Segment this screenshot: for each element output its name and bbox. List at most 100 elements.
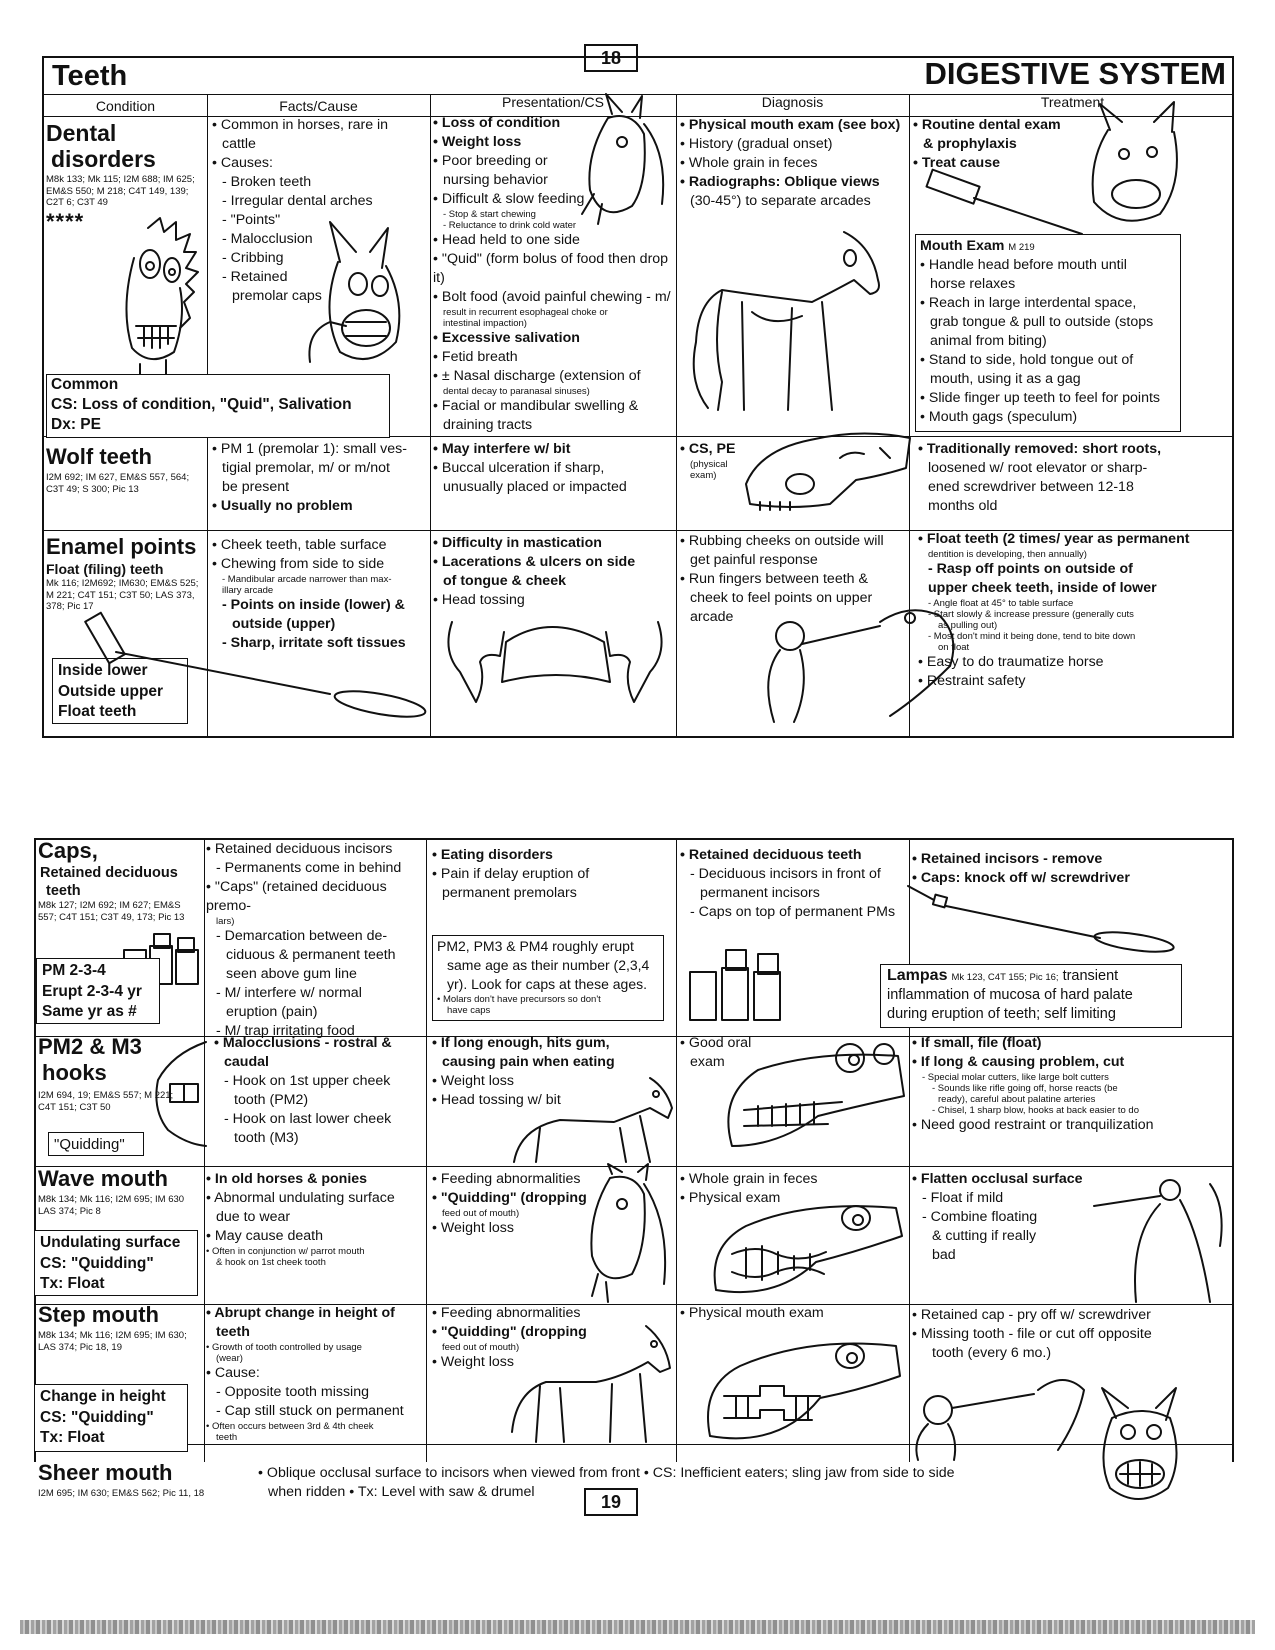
pres-line: • Poor breeding or <box>433 153 548 169</box>
caps-treatment: • Retained incisors - remove • Caps: kno… <box>912 850 1192 888</box>
pres-line: feed out of mouth) <box>442 1208 520 1219</box>
fact-line: • Usually no problem <box>212 498 353 514</box>
pres-line: • Difficulty in mastication <box>433 535 602 551</box>
exam-line: • Mouth gags (speculum) <box>920 409 1078 425</box>
wolf-diagnosis: • CS, PE (physical exam) <box>680 440 760 481</box>
caps-box-line: PM 2-3-4 <box>42 962 106 979</box>
fact-line: be present <box>222 479 290 495</box>
treat-line: • Easy to do traumatize horse <box>918 654 1104 670</box>
diag-line: • Physical mouth exam (see box) <box>680 117 901 133</box>
fact-line: illary arcade <box>222 585 274 596</box>
fact-line: - "Points" <box>222 212 281 228</box>
diag-line: • Physical mouth exam <box>680 1305 824 1321</box>
horse-head-drooling-icon <box>581 93 665 225</box>
fact-line: - Broken teeth <box>222 174 312 190</box>
fact-line: outside (upper) <box>232 616 336 632</box>
sheer-line-2: when ridden • Tx: Level with saw & drume… <box>268 1484 535 1500</box>
erupt-line: same age as their number (2,3,4 <box>447 957 650 973</box>
pres-line: • Lacerations & ulcers on side <box>433 554 636 570</box>
dental-condition: Dental disorders M8k 133; Mk 115; I2M 68… <box>46 120 211 235</box>
pres-line: dental decay to paranasal sinuses) <box>443 386 590 397</box>
pres-line: • Feeding abnormalities <box>432 1171 581 1187</box>
hooks-name-1: PM2 & M3 <box>38 1034 142 1059</box>
caps-box-line: Erupt 2-3-4 yr <box>42 982 142 1000</box>
diag-line: get painful response <box>690 552 818 568</box>
treat-line: - Combine floating <box>922 1209 1038 1225</box>
fact-line: tooth (M3) <box>234 1130 299 1146</box>
fact-line: - Cap still stuck on permanent <box>216 1403 404 1419</box>
dental-treatment: • Routine dental exam & prophylaxis • Tr… <box>913 116 1093 173</box>
horse-head-quidding-icon <box>590 1163 667 1303</box>
fact-line: premolar caps <box>232 288 322 304</box>
caps-treat-2: • Caps: knock off w/ screwdriver <box>912 870 1130 886</box>
pres-line: unusually placed or impacted <box>443 479 627 495</box>
wave-facts: • In old horses & ponies • Abnormal undu… <box>206 1170 428 1268</box>
step-box-line: CS: "Quidding" <box>40 1408 154 1426</box>
pres-line: • If long enough, hits gum, <box>432 1035 610 1051</box>
hooks-teeth-icon <box>155 1041 207 1147</box>
dental-summary-box: Common CS: Loss of condition, "Quid", Sa… <box>46 374 390 438</box>
header-facts: Facts/Cause <box>279 98 358 114</box>
exam-line: • Reach in large interdental space, <box>920 295 1137 311</box>
treat-line: tooth (every 6 mo.) <box>932 1345 1052 1361</box>
pres-line: • Fetid breath <box>433 349 518 365</box>
wave-summary-box: Undulating surface CS: "Quidding" Tx: Fl… <box>34 1230 198 1296</box>
treat-line: - Angle float at 45° to table surface <box>928 598 1074 609</box>
page-title: Teeth <box>52 60 128 92</box>
diag-line: (30-45°) to separate arcades <box>690 193 871 209</box>
treat-line: • Routine dental exam <box>913 117 1061 133</box>
thin-horse-small-icon <box>511 1325 671 1443</box>
pres-line: • "Quidding" (dropping <box>432 1190 587 1206</box>
enamel-name: Enamel points <box>46 534 197 559</box>
vet-floating-icon <box>1093 1179 1223 1303</box>
pres-line: • "Quidding" (dropping <box>432 1324 587 1340</box>
dental-box-line: CS: Loss of condition, "Quid", Salivatio… <box>51 396 352 413</box>
diag-line: exam) <box>690 470 717 481</box>
pres-line: - Reluctance to drink cold water <box>443 220 577 231</box>
treat-line: months old <box>928 498 998 514</box>
dental-presentation: • Loss of condition • Weight loss • Poor… <box>433 114 673 435</box>
treat-line: - Chisel, 1 sharp blow, hooks at back ea… <box>932 1105 1140 1116</box>
dental-diagnosis: • Physical mouth exam (see box) • Histor… <box>680 116 912 211</box>
lampas-box: Lampas Mk 123, C4T 155; Pic 16; transien… <box>880 964 1182 1028</box>
fact-line: caudal <box>224 1054 269 1070</box>
page-number-bottom: 19 <box>584 1488 638 1516</box>
sheer-condition: Sheer mouth I2M 695; IM 630; EM&S 562; P… <box>38 1460 268 1500</box>
enamel-condition: Enamel points Float (filing) teeth Mk 11… <box>46 534 211 613</box>
hooks-condition: PM2 & M3 hooks I2M 694, 19; EM&S 557; M … <box>38 1034 198 1113</box>
pres-line: - Stop & start chewing <box>443 209 536 220</box>
pres-line: causing pain when eating <box>442 1054 615 1070</box>
horse-face-grin-icon <box>125 217 199 383</box>
fact-line: - Points on inside (lower) & <box>222 597 405 613</box>
pres-line: permanent premolars <box>442 885 577 901</box>
header-treatment: Treatment <box>1040 94 1105 110</box>
treat-line: - Most don't mind it being done, tend to… <box>928 631 1136 642</box>
caps-box-line: Same yr as # <box>42 1003 137 1020</box>
diag-line: permanent incisors <box>700 885 820 901</box>
diag-line: • Radiographs: Oblique views <box>680 174 880 190</box>
diag-line: • Whole grain in feces <box>680 155 818 171</box>
wave-box-line: CS: "Quidding" <box>40 1254 154 1272</box>
caps-sub-2: teeth <box>46 883 81 899</box>
vet-floating-horse-teeth-icon <box>767 609 955 723</box>
fact-line: eruption (pain) <box>226 1004 318 1020</box>
fact-line: • In old horses & ponies <box>206 1171 368 1187</box>
caps-refs: M8k 127; I2M 692; IM 627; EM&S 557; C4T … <box>38 900 185 923</box>
vet-and-horse-icon <box>915 1379 1085 1461</box>
wolf-treatment: • Traditionally removed: short roots, lo… <box>918 440 1186 516</box>
wolf-condition: Wolf teeth I2M 692; IM 627, EM&S 557, 56… <box>46 444 206 495</box>
enamel-box-line: Inside lower <box>58 662 148 679</box>
fact-line: - Sharp, irritate soft tissues <box>222 635 406 651</box>
horse-biting-icon <box>308 221 401 363</box>
treat-line: • If small, file (float) <box>912 1035 1042 1051</box>
enamel-refs: Mk 116; I2M692; IM630; EM&S 525; M 221; … <box>46 578 199 612</box>
fact-line: (wear) <box>216 1353 243 1364</box>
pres-line: • Facial or mandibular swelling & <box>433 398 639 414</box>
step-box-line: Change in height <box>40 1388 166 1405</box>
enamel-summary-box: Inside lower Outside upper Float teeth <box>52 658 188 724</box>
pres-line: • Weight loss <box>432 1220 514 1236</box>
step-condition: Step mouth M8k 134; Mk 116; I2M 695; IM … <box>38 1302 203 1353</box>
treat-line: • Missing tooth - file or cut off opposi… <box>912 1326 1152 1342</box>
diag-line: • Physical exam <box>680 1190 781 1206</box>
enamel-box-line: Float teeth <box>58 703 137 720</box>
